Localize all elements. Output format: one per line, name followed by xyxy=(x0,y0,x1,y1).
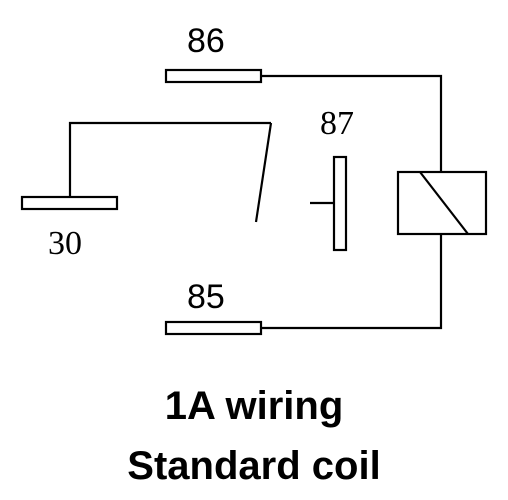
wire-coil-to-85 xyxy=(261,234,443,330)
terminal-85-label: 85 xyxy=(187,278,225,316)
relay-coil xyxy=(396,170,488,236)
wire-86-to-coil xyxy=(261,74,443,172)
terminal-87-contact xyxy=(332,155,348,252)
coil-diagonal xyxy=(419,171,469,235)
terminal-30-pin xyxy=(20,195,119,211)
caption-subtitle: Standard coil xyxy=(127,444,381,488)
terminal-86-pin xyxy=(164,68,263,84)
terminal-87-label: 87 xyxy=(320,105,354,142)
wire-30-to-switch xyxy=(68,121,271,197)
terminal-86-label: 86 xyxy=(187,22,225,60)
switch-arm xyxy=(254,122,273,223)
terminal-30-label: 30 xyxy=(48,225,82,262)
terminal-85-pin xyxy=(164,320,263,336)
caption-title: 1A wiring xyxy=(164,384,344,428)
